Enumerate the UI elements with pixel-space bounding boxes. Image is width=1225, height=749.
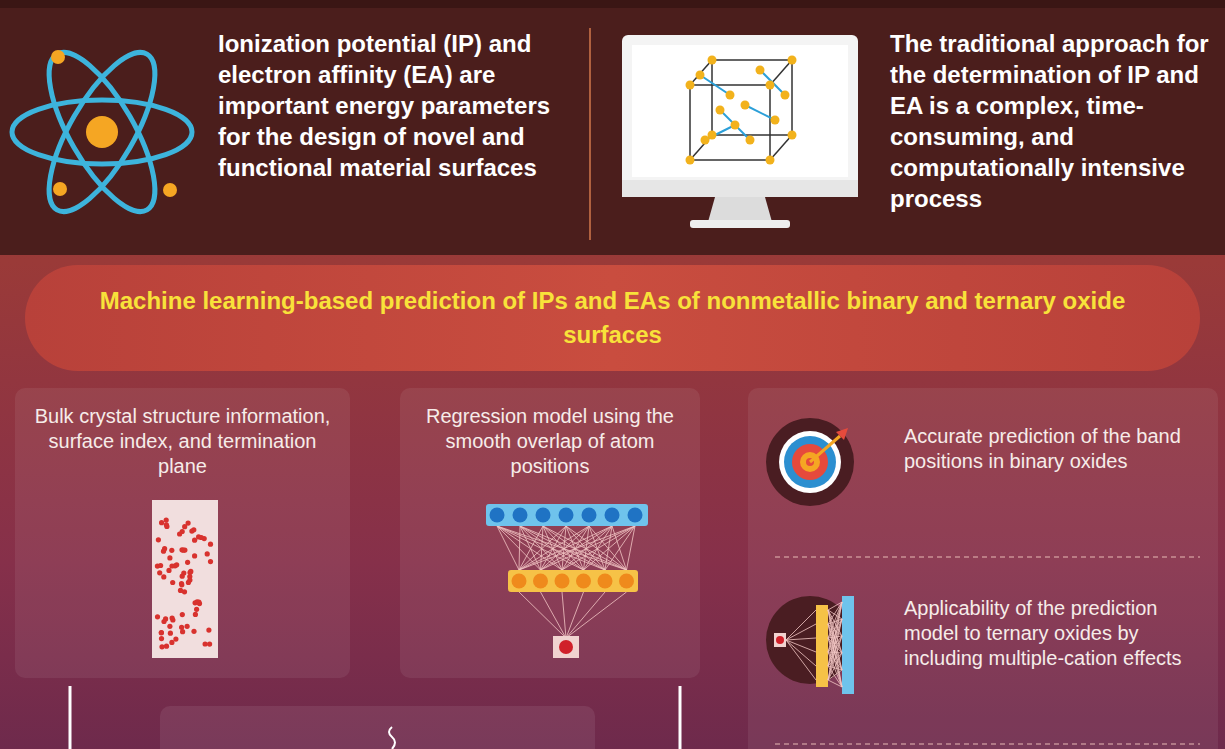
- title: Machine learning-based prediction of IPs…: [90, 284, 1135, 352]
- hidden-layer: [508, 570, 638, 592]
- slab: [152, 500, 218, 658]
- title-pill: [25, 265, 1200, 371]
- slab-atoms: [155, 518, 213, 650]
- top-band: [0, 0, 1225, 255]
- intro-text: The traditional approach for the determi…: [890, 28, 1218, 214]
- input-layer: [486, 504, 648, 526]
- bracket-line: [69, 686, 72, 749]
- model-panel: Regression model using the smooth overla…: [410, 400, 690, 483]
- output-dot: [559, 640, 573, 654]
- bottom-panel: [160, 706, 595, 749]
- atom-icon: [12, 38, 192, 226]
- squiggle: [389, 727, 395, 749]
- monitor-icon: [622, 35, 858, 228]
- target-icon: [766, 418, 854, 506]
- panel: [15, 388, 350, 678]
- input-panel: Bulk crystal structure information, surf…: [25, 400, 340, 483]
- separator: [775, 743, 1200, 744]
- atom-particles: [51, 50, 177, 197]
- separator: [775, 556, 1200, 557]
- result-item: Accurate prediction of the band position…: [898, 420, 1203, 510]
- intro-text: Ionization potential (IP) and electron a…: [218, 28, 568, 183]
- divider: [589, 28, 591, 240]
- network-icon: [766, 596, 854, 694]
- network-dots: [490, 508, 643, 589]
- panel: [748, 388, 1218, 749]
- bracket-line: [679, 686, 682, 749]
- panel: [400, 388, 700, 678]
- panel-text: Accurate prediction of the band position…: [904, 424, 1197, 474]
- panel-text: Bulk crystal structure information, surf…: [31, 404, 334, 479]
- top-edge: [0, 0, 1225, 8]
- panel-text: Regression model using the smooth overla…: [416, 404, 684, 479]
- output-node: [553, 636, 579, 658]
- panel-text: Applicability of the prediction model to…: [904, 596, 1197, 671]
- result-item: Applicability of the prediction model to…: [898, 592, 1203, 692]
